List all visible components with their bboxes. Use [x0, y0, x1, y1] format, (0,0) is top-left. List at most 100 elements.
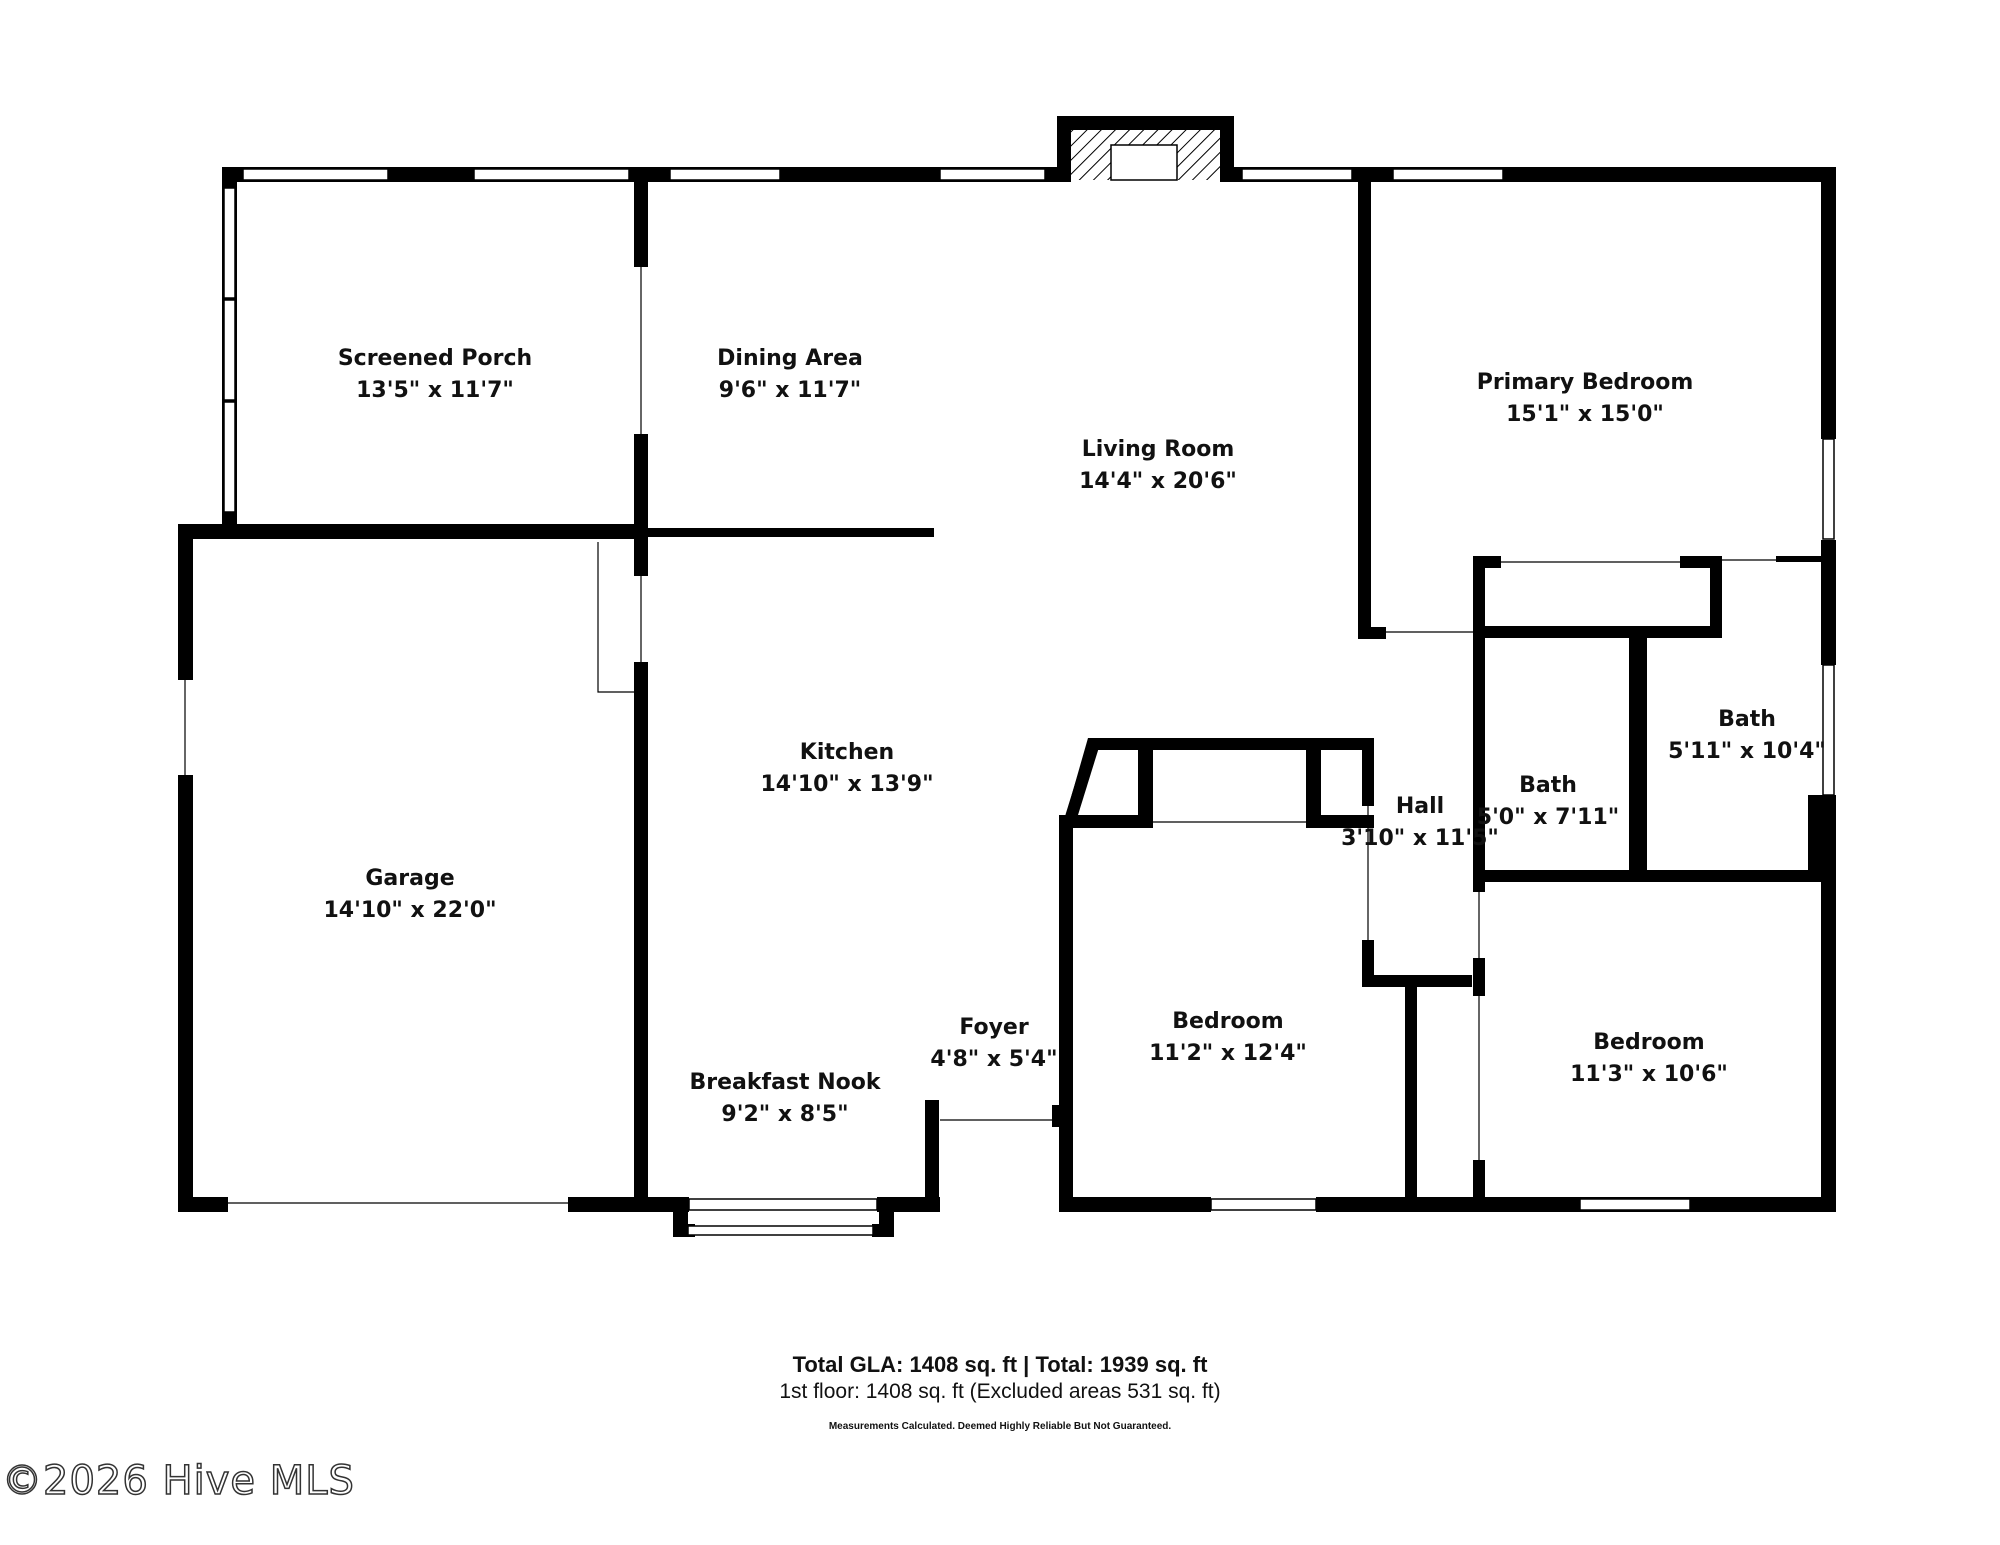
room-dims: 11'2" x 12'4" [1149, 1041, 1307, 1066]
window-nook-upper [688, 1198, 878, 1211]
wall-walkin-left [1473, 556, 1485, 646]
room-bedroom-right: Bedroom 11'3" x 10'6" [1570, 1030, 1728, 1087]
room-kitchen: Kitchen 14'10" x 13'9" [760, 740, 933, 797]
windows [223, 168, 1835, 1236]
window-porch-left-1 [223, 187, 236, 299]
room-dims: 5'11" x 10'4" [1668, 739, 1826, 764]
room-dims: 9'2" x 8'5" [721, 1102, 848, 1127]
room-name: Primary Bedroom [1477, 370, 1694, 395]
wall-right-top [1821, 167, 1836, 439]
fireplace-firebox [1110, 144, 1178, 181]
wall-dining-bottom [634, 528, 934, 537]
room-primary-bedroom: Primary Bedroom 15'1" x 15'0" [1477, 370, 1694, 427]
room-name: Hall [1396, 794, 1444, 819]
room-dims: 14'10" x 22'0" [323, 898, 496, 923]
wall-right-bottom [1821, 870, 1836, 1212]
wall-bedroom-closet [1405, 975, 1417, 1212]
room-dims: 5'0" x 7'11" [1477, 805, 1619, 830]
window-living-top-right [1241, 168, 1353, 181]
room-dims: 3'10" x 11'5" [1341, 826, 1499, 851]
wall-porch-dining-divider-bottom [634, 434, 648, 539]
room-foyer: Foyer 4'8" x 5'4" [930, 1015, 1057, 1072]
wall-top-living [1223, 167, 1835, 182]
summary-disclaimer: Measurements Calculated. Deemed Highly R… [828, 1421, 1172, 1432]
wall-closet-bottom-left [1059, 815, 1153, 828]
window-primary-top [1392, 168, 1504, 181]
wall-garage-bottom-left [178, 1197, 228, 1212]
fireplace [1071, 130, 1220, 181]
window-bath-right [1822, 664, 1835, 796]
room-living-room: Living Room 14'4" x 20'6" [1079, 437, 1237, 494]
window-nook-bay [687, 1225, 874, 1236]
window-bedroom-center [1210, 1198, 1317, 1211]
wall-bedroom-center-bottom-right [1316, 1197, 1836, 1212]
garage-step [597, 542, 634, 693]
wall-fireplace-top [1057, 116, 1234, 130]
wall-bath-small-left [1473, 626, 1485, 882]
wall-garage-kitchen-bottom [634, 662, 648, 1212]
room-labels: Screened Porch 13'5" x 11'7" Dining Area… [323, 346, 1825, 1127]
room-garage: Garage 14'10" x 22'0" [323, 866, 496, 923]
wall-garage-bottom-right [568, 1197, 648, 1212]
window-dining-top [669, 168, 781, 181]
room-breakfast-nook: Breakfast Nook 9'2" x 8'5" [690, 1070, 882, 1127]
wall-foyer-right-stub [1052, 1105, 1060, 1127]
wall-nook-right [925, 1100, 939, 1212]
wall-porch-dining-divider-top [634, 167, 648, 267]
room-bedroom-center: Bedroom 11'2" x 12'4" [1149, 1009, 1307, 1066]
wall-bedroom-right-left-top [1473, 870, 1485, 892]
wall-closet-left [1138, 738, 1153, 820]
room-name: Screened Porch [338, 346, 532, 371]
room-dims: 15'1" x 15'0" [1506, 402, 1664, 427]
room-dims: 11'3" x 10'6" [1570, 1062, 1728, 1087]
wall-angled-corner [1066, 738, 1100, 815]
room-dining-area: Dining Area 9'6" x 11'7" [717, 346, 863, 403]
wall-bath-divider [1629, 636, 1647, 882]
room-name: Dining Area [717, 346, 863, 371]
window-porch-top-2 [473, 168, 630, 181]
window-porch-top-1 [242, 168, 389, 181]
summary-total: Total GLA: 1408 sq. ft | Total: 1939 sq.… [792, 1352, 1208, 1377]
wall-fireplace-left [1057, 116, 1071, 182]
wall-closet-top [1088, 738, 1373, 750]
wall-right-lower [1808, 795, 1836, 881]
window-porch-left-3 [223, 401, 236, 513]
wall-bedroom-right-left [1473, 958, 1485, 996]
room-bath-small: Bath 5'0" x 7'11" [1477, 773, 1619, 830]
room-name: Foyer [959, 1015, 1029, 1040]
room-name: Bedroom [1593, 1030, 1704, 1055]
window-living-top [939, 168, 1046, 181]
window-bedroom-right [1579, 1198, 1691, 1211]
room-name: Bath [1718, 707, 1776, 732]
room-name: Living Room [1082, 437, 1235, 462]
wall-primary-bottom-left [1358, 627, 1386, 639]
wall-garage-left-bottom [178, 775, 193, 1211]
wall-right-mid [1821, 540, 1836, 665]
room-dims: 14'4" x 20'6" [1079, 469, 1237, 494]
room-dims: 13'5" x 11'7" [356, 378, 514, 403]
wall-bath-bottom [1473, 870, 1836, 882]
room-name: Garage [365, 866, 454, 891]
angled-wall [1066, 738, 1100, 815]
wall-bedroom-right-left-bottom [1473, 1160, 1485, 1212]
wall-porch-bottom [178, 524, 648, 539]
wall-garage-kitchen-top [634, 528, 648, 576]
wall-closet-bottom-right [1306, 815, 1374, 828]
wall-walkin-bottom [1473, 626, 1722, 638]
wall-hall-left-lower [1362, 940, 1374, 986]
copyright-watermark: ©2026 Hive MLS [1, 1457, 355, 1505]
room-name: Breakfast Nook [690, 1070, 882, 1095]
wall-hall-left [1362, 738, 1374, 806]
room-bath-large: Bath 5'11" x 10'4" [1668, 707, 1826, 764]
wall-living-primary [1358, 167, 1371, 637]
room-hall: Hall 3'10" x 11'5" [1341, 794, 1499, 851]
wall-walkin-right [1710, 556, 1722, 636]
room-dims: 9'6" x 11'7" [719, 378, 861, 403]
summary-floor: 1st floor: 1408 sq. ft (Excluded areas 5… [779, 1380, 1221, 1403]
room-dims: 4'8" x 5'4" [930, 1047, 1057, 1072]
wall-fireplace-right [1220, 116, 1234, 182]
room-name: Bedroom [1172, 1009, 1283, 1034]
wall-bath-top-right [1776, 556, 1836, 562]
wall-nook-bay-bottom-right [872, 1224, 894, 1237]
